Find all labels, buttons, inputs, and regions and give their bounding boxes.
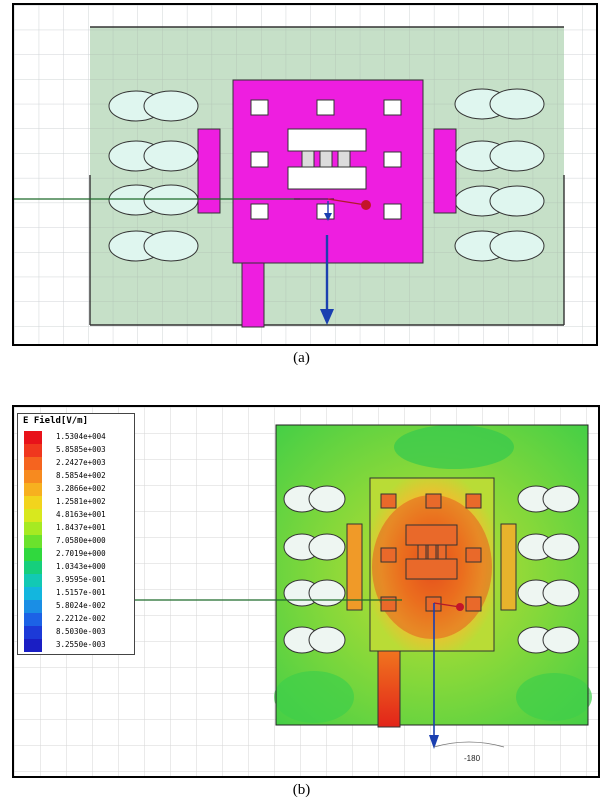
parasitic-strip-right [433,128,457,214]
geometry-canvas [14,5,596,344]
legend-value: 1.8437e+001 [56,523,106,532]
legend-value: 3.2866e+002 [56,484,106,493]
slot-pair-left-4 [108,230,199,262]
field-origin-marker-icon [433,602,464,611]
panel-geometry-view [12,3,598,346]
field-slot-squares [380,493,482,612]
legend-title: E Field[V/m] [23,416,89,426]
legend-swatch [24,470,42,483]
slot-pair-right-3 [454,185,545,217]
legend-row: 7.0580e+000 [24,535,134,548]
legend-value: 2.2212e-002 [56,614,106,623]
legend-value: 3.2550e-003 [56,640,106,649]
legend-row: 2.2427e+003 [24,457,134,470]
feed-line [241,262,265,328]
caption-a: (a) [293,350,310,366]
legend-row: 8.5854e+002 [24,470,134,483]
legend-swatch [24,613,42,626]
legend-swatch [24,548,42,561]
field-strip-left [346,523,363,611]
origin-marker-icon [324,198,371,221]
parasitic-strip-left [197,128,221,214]
panel-efield-plot: -180 E Field[V/m] 1.5304e+004 5.8585e+003… [12,405,600,778]
legend-value: 1.0343e+000 [56,562,106,571]
legend-swatch [24,457,42,470]
legend-row: 1.5304e+004 [24,431,134,444]
legend-swatch [24,483,42,496]
caption-b: (b) [292,782,311,798]
legend-row: 4.8163e+001 [24,509,134,522]
legend-row: 3.2550e-003 [24,639,134,652]
legend-row: 3.9595e-001 [24,574,134,587]
legend-value: 8.5854e+002 [56,471,106,480]
legend-row: 2.7019e+000 [24,548,134,561]
legend-swatch [24,626,42,639]
legend-swatch [24,587,42,600]
legend-row: 1.8437e+001 [24,522,134,535]
legend-row: 8.5030e-003 [24,626,134,639]
legend-swatch [24,431,42,444]
legend-swatch [24,600,42,613]
slot-pair-left-1 [108,90,199,122]
legend-row: 1.2581e+002 [24,496,134,509]
legend-row: 5.8585e+003 [24,444,134,457]
slot-pair-left-3 [108,184,199,216]
legend-value: 1.5304e+004 [56,432,106,441]
legend-row: 5.8024e-002 [24,600,134,613]
legend-row: 3.2866e+002 [24,483,134,496]
field-down-arrow-icon [429,603,439,749]
slot-pair-right-2 [454,140,545,172]
legend-swatch [24,509,42,522]
legend-swatch [24,496,42,509]
field-feed-line [378,651,400,727]
legend-value: 8.5030e-003 [56,627,106,636]
scale-label: -180 [464,754,481,763]
slot-pair-right-4 [454,230,545,262]
main-patch [232,79,424,328]
legend-value: 1.5157e-001 [56,588,106,597]
legend-value: 5.8024e-002 [56,601,106,610]
field-strip-right [500,523,517,611]
legend-value: 2.2427e+003 [56,458,106,467]
slot-pair-right-1 [454,88,545,120]
legend-row: 1.0343e+000 [24,561,134,574]
legend-value: 2.7019e+000 [56,549,106,558]
legend-swatch [24,561,42,574]
field-legend: E Field[V/m] 1.5304e+004 5.8585e+003 2.242… [17,413,135,655]
legend-swatch [24,535,42,548]
legend-value: 7.0580e+000 [56,536,106,545]
legend-value: 4.8163e+001 [56,510,106,519]
legend-row: 1.5157e-001 [24,587,134,600]
legend-swatch [24,444,42,457]
legend-swatch [24,639,42,652]
legend-value: 5.8585e+003 [56,445,106,454]
legend-value: 3.9595e-001 [56,575,106,584]
legend-swatch [24,574,42,587]
slot-pair-left-2 [108,140,199,172]
field-slots-right [517,485,580,654]
legend-swatch [24,522,42,535]
down-arrow-icon [320,235,334,325]
legend-row: 2.2212e-002 [24,613,134,626]
legend-value: 1.2581e+002 [56,497,106,506]
scale-arc [433,741,505,748]
